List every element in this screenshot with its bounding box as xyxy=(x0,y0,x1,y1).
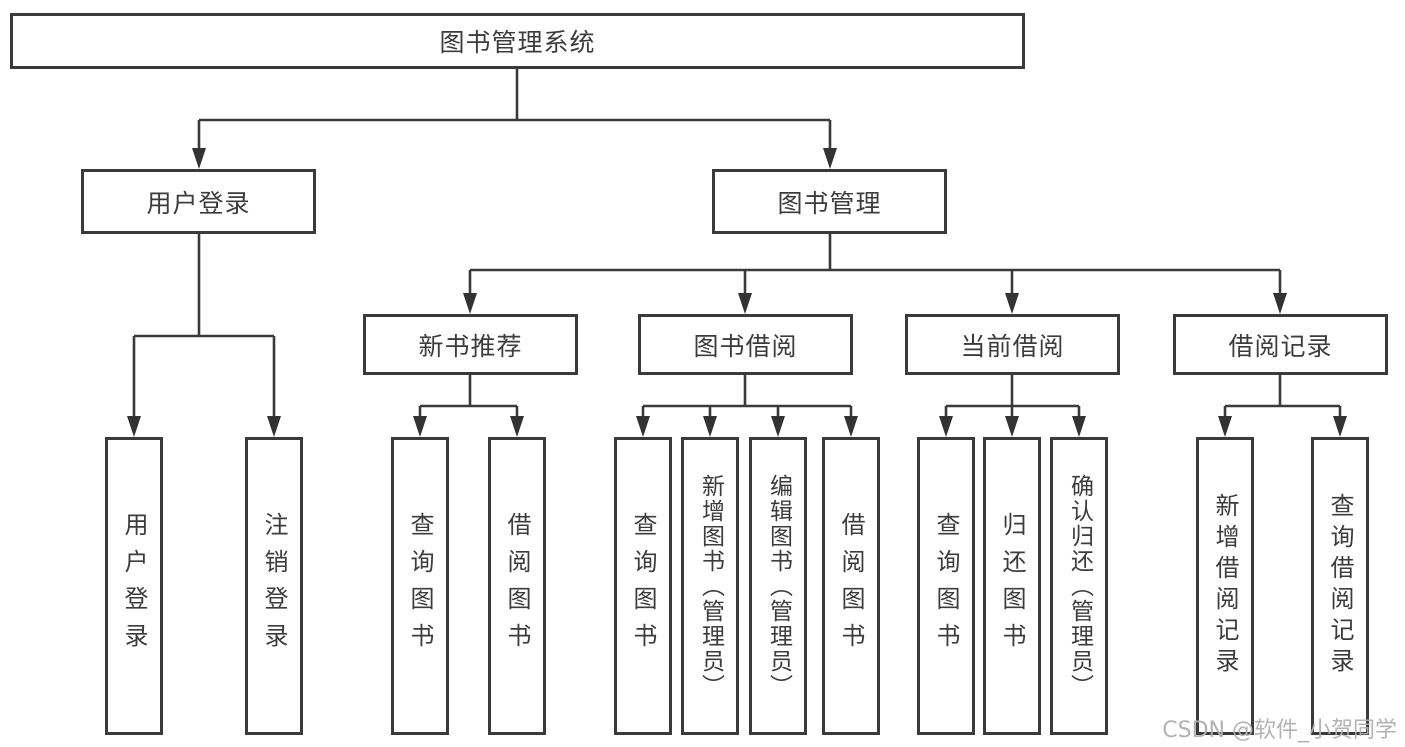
connector-newbookrec-to-leaves xyxy=(418,375,519,420)
arrowhead-icon xyxy=(1072,416,1086,437)
arrowhead-icon xyxy=(844,416,858,437)
arrowhead-icon xyxy=(192,148,206,169)
node-label: 查询图书 xyxy=(629,512,657,660)
node-label: 新书推荐 xyxy=(418,331,523,361)
arrowhead-icon xyxy=(1005,416,1019,437)
node-label: 查询图书 xyxy=(406,512,434,660)
node-label: 用户登录 xyxy=(146,188,251,218)
leaf-user-login: 用户登录 xyxy=(105,437,163,735)
arrowhead-icon xyxy=(703,416,717,437)
node-label: 借阅图书 xyxy=(503,512,531,660)
arrowhead-icon xyxy=(127,416,141,437)
arrowhead-icon xyxy=(1273,293,1287,314)
node-book-management: 图书管理 xyxy=(712,169,947,234)
leaf-newrec-query-books: 查询图书 xyxy=(391,437,449,735)
node-label: 确认归还（管理员） xyxy=(1066,473,1093,699)
arrowhead-icon xyxy=(939,416,953,437)
node-label: 借阅图书 xyxy=(837,512,865,660)
node-label: 当前借阅 xyxy=(960,331,1065,361)
connector-borrowrecords-to-leaves xyxy=(1223,375,1342,420)
arrowhead-icon xyxy=(771,416,785,437)
arrowhead-icon xyxy=(738,293,752,314)
node-label: 图书管理 xyxy=(777,188,882,218)
leaf-records-query-record: 查询借阅记录 xyxy=(1311,437,1369,735)
arrowhead-icon xyxy=(1333,416,1347,437)
leaf-borrow-edit-books-admin: 编辑图书（管理员） xyxy=(749,437,807,735)
node-label: 查询借阅记录 xyxy=(1326,493,1354,679)
node-new-book-recommend: 新书推荐 xyxy=(363,314,578,375)
arrowheads xyxy=(127,148,1347,437)
leaf-records-add-record: 新增借阅记录 xyxy=(1196,437,1254,735)
connector-currentborrow-to-leaves xyxy=(944,375,1081,420)
node-borrow-records: 借阅记录 xyxy=(1173,314,1388,375)
node-root: 图书管理系统 xyxy=(10,13,1025,69)
node-label: 新增图书（管理员） xyxy=(697,473,724,699)
connector-root-to-level2 xyxy=(197,69,832,150)
node-book-borrow: 图书借阅 xyxy=(638,314,853,375)
arrowhead-icon xyxy=(463,293,477,314)
connector-bookborrow-to-leaves xyxy=(641,375,853,420)
leaf-newrec-borrow-books: 借阅图书 xyxy=(488,437,546,735)
node-label: 用户登录 xyxy=(120,512,148,660)
node-label: 图书借阅 xyxy=(693,331,798,361)
arrowhead-icon xyxy=(510,416,524,437)
leaf-borrow-borrow-books: 借阅图书 xyxy=(822,437,880,735)
leaf-logout: 注销登录 xyxy=(245,437,303,735)
leaf-borrow-add-books-admin: 新增图书（管理员） xyxy=(681,437,739,735)
arrowhead-icon xyxy=(636,416,650,437)
leaf-current-confirm-return-admin: 确认归还（管理员） xyxy=(1050,437,1108,735)
arrowhead-icon xyxy=(1005,293,1019,314)
node-label: 查询图书 xyxy=(932,512,960,660)
node-label: 图书管理系统 xyxy=(439,28,596,57)
leaf-current-query-books: 查询图书 xyxy=(917,437,975,735)
arrowhead-icon xyxy=(267,416,281,437)
node-label: 归还图书 xyxy=(998,512,1026,660)
connector-paths xyxy=(132,69,1342,420)
arrowhead-icon xyxy=(1218,416,1232,437)
leaf-borrow-query-books: 查询图书 xyxy=(614,437,672,735)
node-label: 编辑图书（管理员） xyxy=(765,473,792,699)
arrowhead-icon xyxy=(823,148,837,169)
node-label: 借阅记录 xyxy=(1228,331,1333,361)
connector-userlogin-to-leaves xyxy=(132,234,276,418)
leaf-current-return-books: 归还图书 xyxy=(983,437,1041,735)
node-current-borrow: 当前借阅 xyxy=(905,314,1120,375)
watermark: CSDN @软件_小贺同学 xyxy=(1162,718,1397,743)
arrowhead-icon xyxy=(413,416,427,437)
node-user-login: 用户登录 xyxy=(81,169,316,234)
node-label: 注销登录 xyxy=(260,512,288,660)
connector-bookmgmt-to-level3 xyxy=(468,234,1282,294)
node-label: 新增借阅记录 xyxy=(1211,493,1239,679)
